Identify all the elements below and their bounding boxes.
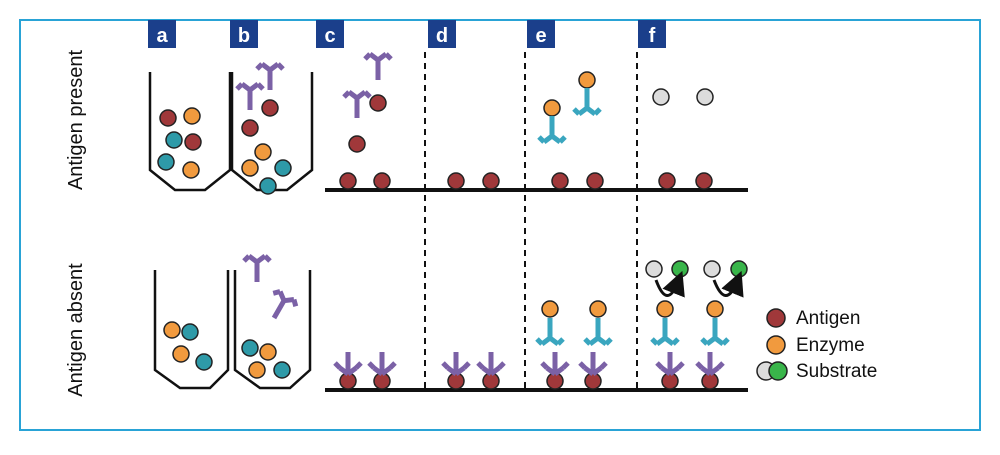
bead bbox=[181, 323, 199, 341]
antigen bbox=[348, 135, 366, 153]
enzyme bbox=[706, 300, 724, 318]
row-label-antigen-present: Antigen present bbox=[65, 50, 87, 191]
antibody bbox=[650, 318, 680, 346]
enzyme bbox=[248, 361, 266, 379]
antigen bbox=[184, 133, 202, 151]
panel-badge-a: a bbox=[148, 20, 176, 48]
substrate-converted bbox=[671, 260, 689, 278]
antibody bbox=[537, 116, 567, 144]
bead bbox=[274, 159, 292, 177]
panel-badge-d: d bbox=[428, 20, 456, 48]
panel-badge-e: e bbox=[527, 20, 555, 48]
svg-text:b: b bbox=[238, 25, 250, 47]
antibody bbox=[333, 352, 363, 376]
substrate-converted bbox=[730, 260, 748, 278]
antibody bbox=[242, 254, 272, 282]
svg-text:c: c bbox=[324, 25, 335, 47]
substrate bbox=[645, 260, 663, 278]
substrate bbox=[703, 260, 721, 278]
antigen bbox=[369, 94, 387, 112]
bead bbox=[195, 353, 213, 371]
enzyme bbox=[543, 99, 561, 117]
antibody bbox=[367, 352, 397, 376]
enzyme bbox=[172, 345, 190, 363]
panel-badge-b: b bbox=[230, 20, 258, 48]
antibody bbox=[535, 318, 565, 346]
conversion-arrow bbox=[654, 270, 685, 298]
antigen bbox=[447, 372, 465, 390]
enzyme bbox=[183, 107, 201, 125]
antibody bbox=[655, 352, 685, 376]
panel-badge-f: f bbox=[638, 20, 666, 48]
enzyme bbox=[182, 161, 200, 179]
panel-badge-c: c bbox=[316, 20, 344, 48]
antibody bbox=[572, 88, 602, 116]
bead bbox=[273, 361, 291, 379]
substrate bbox=[652, 88, 670, 106]
antigen bbox=[339, 372, 357, 390]
legend-substrate-green-icon bbox=[768, 361, 788, 381]
bead bbox=[241, 339, 259, 357]
antigen bbox=[241, 119, 259, 137]
legend-antigen-icon bbox=[766, 308, 786, 328]
antigen bbox=[159, 109, 177, 127]
antibody bbox=[271, 289, 299, 320]
enzyme bbox=[254, 143, 272, 161]
bead bbox=[259, 177, 277, 195]
panel-badges: a b c d e f bbox=[148, 20, 666, 48]
antibody bbox=[255, 62, 285, 90]
enzyme bbox=[163, 321, 181, 339]
tube-b-bottom bbox=[233, 270, 312, 390]
diagram-border bbox=[19, 19, 981, 431]
conversion-arrow bbox=[712, 270, 744, 298]
antigen bbox=[261, 99, 279, 117]
enzyme bbox=[656, 300, 674, 318]
antigen bbox=[482, 372, 500, 390]
antigen bbox=[584, 372, 602, 390]
antigen bbox=[339, 172, 357, 190]
antigen bbox=[447, 172, 465, 190]
antibody bbox=[476, 352, 506, 376]
antibody bbox=[583, 318, 613, 346]
tube-a-top bbox=[148, 72, 232, 192]
antibody bbox=[540, 352, 570, 376]
enzyme bbox=[578, 71, 596, 89]
antigen bbox=[373, 172, 391, 190]
enzyme bbox=[589, 300, 607, 318]
antibody bbox=[695, 352, 725, 376]
antibody bbox=[441, 352, 471, 376]
panel-separators bbox=[424, 52, 638, 390]
antigen bbox=[586, 172, 604, 190]
enzyme bbox=[541, 300, 559, 318]
antibody bbox=[363, 52, 393, 80]
antibody bbox=[700, 318, 730, 346]
antigen bbox=[661, 372, 679, 390]
bead bbox=[165, 131, 183, 149]
enzyme bbox=[241, 159, 259, 177]
bead bbox=[157, 153, 175, 171]
svg-text:a: a bbox=[156, 25, 168, 47]
antigen bbox=[551, 172, 569, 190]
antigen bbox=[482, 172, 500, 190]
antigen bbox=[373, 372, 391, 390]
svg-text:e: e bbox=[535, 25, 546, 47]
row-label-antigen-absent: Antigen absent bbox=[65, 263, 87, 397]
antigen bbox=[658, 172, 676, 190]
substrate bbox=[696, 88, 714, 106]
legend-enzyme-icon bbox=[766, 335, 786, 355]
svg-text:f: f bbox=[649, 25, 656, 47]
antigen bbox=[546, 372, 564, 390]
enzyme bbox=[259, 343, 277, 361]
diagram-content bbox=[157, 52, 788, 390]
antibody bbox=[235, 82, 265, 110]
antigen bbox=[701, 372, 719, 390]
antibody bbox=[578, 352, 608, 376]
tube-a-bottom bbox=[153, 270, 230, 390]
antigen bbox=[695, 172, 713, 190]
antibody bbox=[342, 90, 372, 118]
svg-text:d: d bbox=[436, 25, 448, 47]
